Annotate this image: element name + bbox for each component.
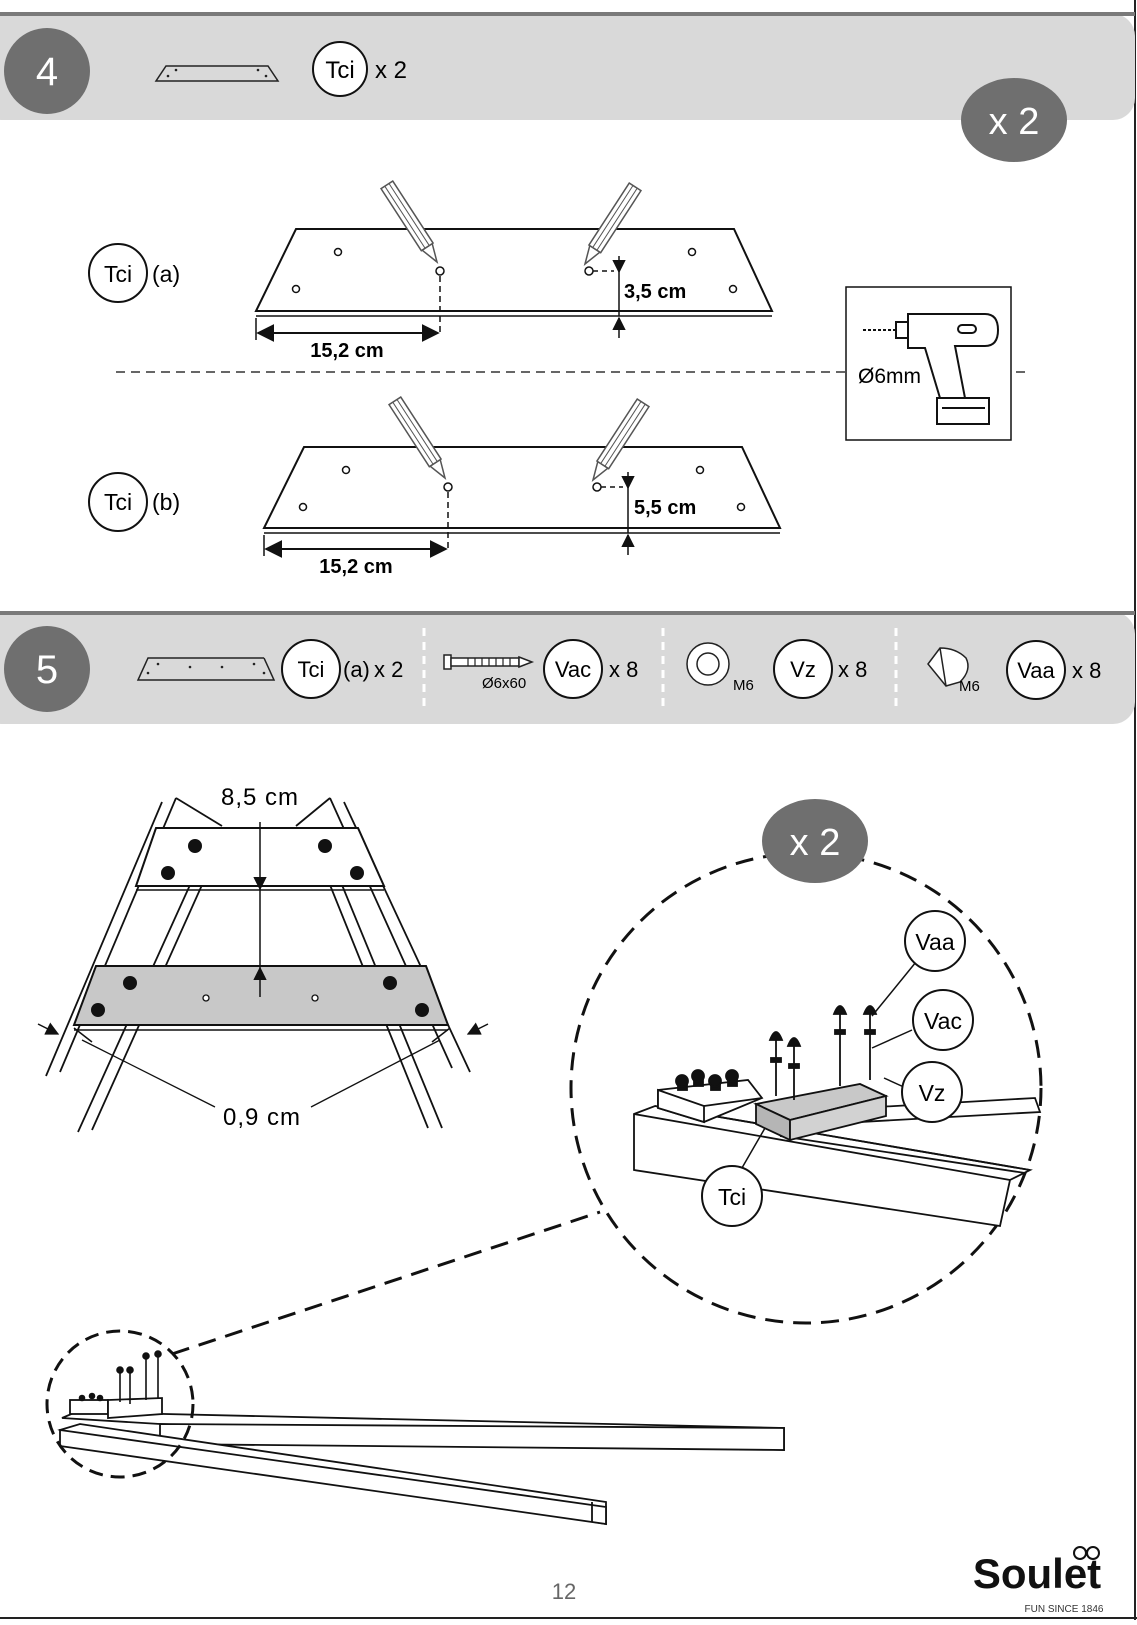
brand-logo: Soulet FUN SINCE 1846 <box>973 1546 1104 1615</box>
board-b-badge <box>88 472 148 532</box>
part-badge-vaa <box>1006 640 1066 700</box>
board-a-suffix: (a) <box>152 261 180 287</box>
step5-part-3-label: Vz <box>790 657 816 682</box>
detail-multiplier-badge <box>762 799 868 883</box>
step5-part-2-note: Ø6x60 <box>482 675 526 692</box>
board-b-suffix: (b) <box>152 489 180 515</box>
brand-tagline: FUN SINCE 1846 <box>1025 1604 1104 1615</box>
step5-header: 5 Tci (a) x 2 Ø6x60 Vac x 8 M6 <box>0 611 1135 724</box>
dim-side: 0,9 cm <box>223 1104 301 1131</box>
grey-board <box>72 965 450 1026</box>
board-b-dim-vertical: 5,5 cm <box>634 497 696 519</box>
step4-multiplier: x 2 <box>989 101 1040 143</box>
board-a-dim-horizontal: 15,2 cm <box>310 340 383 362</box>
board-b-dim-horizontal: 15,2 cm <box>319 556 392 578</box>
callout-vaa-label: Vaa <box>915 929 954 955</box>
step5-number: 5 <box>36 648 58 692</box>
pencil-icon <box>379 179 439 264</box>
step5-part-1-label: Tci <box>298 657 325 682</box>
callout-vz-label: Vz <box>919 1080 946 1106</box>
step4-part-label: Tci <box>325 57 354 84</box>
callout-vz <box>901 1061 963 1123</box>
step5-part-2-label: Vac <box>555 657 591 682</box>
screw-icon <box>443 654 535 670</box>
callout-vac-label: Vac <box>924 1008 962 1034</box>
board-a-label: Tci <box>104 261 132 287</box>
step5-part-2-qty: x 8 <box>609 657 638 682</box>
board-a-dim-vertical: 3,5 cm <box>624 281 686 303</box>
board-a-holes <box>291 247 738 294</box>
tci-block <box>753 1083 889 1142</box>
step5-part-4-label: Vaa <box>1017 658 1055 683</box>
drill-icon <box>863 313 1000 425</box>
step4-number-badge <box>4 28 90 114</box>
board-a-badge <box>88 243 148 303</box>
step4-number: 4 <box>36 50 58 94</box>
bolt-assemblies <box>768 1005 878 1100</box>
board-b-label: Tci <box>104 489 132 515</box>
pencil-icon <box>591 397 651 482</box>
a-frame-diagram: 8,5 cm 0,9 cm <box>37 784 489 1133</box>
board-a-diagram: Tci (a) 15,2 cm 3,5 cm <box>88 179 774 362</box>
part-badge-vac <box>543 639 603 699</box>
step5-part-1-qty: x 2 <box>374 657 403 682</box>
board-b-diagram: Tci (b) 15,2 cm 5,5 cm <box>88 395 782 578</box>
overview-detail-circle <box>45 1329 195 1479</box>
drill-box: Ø6mm <box>845 286 1012 441</box>
washer-icon <box>686 642 730 686</box>
callout-vac <box>912 989 974 1051</box>
overview-assembly <box>45 1329 785 1526</box>
part-badge-tci <box>281 639 341 699</box>
step4-multiplier-badge <box>961 78 1067 162</box>
callout-tci-label: Tci <box>718 1184 746 1210</box>
cap-nut-icon <box>927 647 969 687</box>
callout-tci <box>701 1165 763 1227</box>
board-a <box>254 228 774 312</box>
page-number: 12 <box>552 1579 576 1604</box>
part-badge-vz <box>773 639 833 699</box>
step5-part-3-qty: x 8 <box>838 657 867 682</box>
part-badge-tci <box>312 41 368 97</box>
pencil-icon <box>387 395 447 480</box>
step4-part-qty: x 2 <box>375 57 407 84</box>
step5-part-4-qty: x 8 <box>1072 658 1101 683</box>
step5-part-3-note: M6 <box>733 677 754 694</box>
dim-top: 8,5 cm <box>221 784 299 811</box>
step4-header: 4 Tci x 2 x 2 <box>0 12 1135 162</box>
callout-vaa <box>904 910 966 972</box>
detail-connector <box>171 1210 601 1356</box>
board-b <box>262 446 782 529</box>
board-icon <box>154 65 280 82</box>
step5-part-1-suffix: (a) <box>343 657 370 682</box>
step5-part-4-note: M6 <box>959 678 980 695</box>
board-b-holes <box>298 465 746 512</box>
board-icon <box>136 657 276 681</box>
detail-view: x 2 <box>569 799 1043 1325</box>
step5-number-badge <box>4 626 90 712</box>
top-board-bolts <box>161 839 364 880</box>
spacer-block <box>657 1069 764 1124</box>
detail-circle <box>569 851 1043 1325</box>
drill-size: Ø6mm <box>858 365 921 388</box>
detail-multiplier: x 2 <box>790 822 841 864</box>
grey-board-bolts <box>91 976 429 1017</box>
pencil-icon <box>583 181 643 266</box>
